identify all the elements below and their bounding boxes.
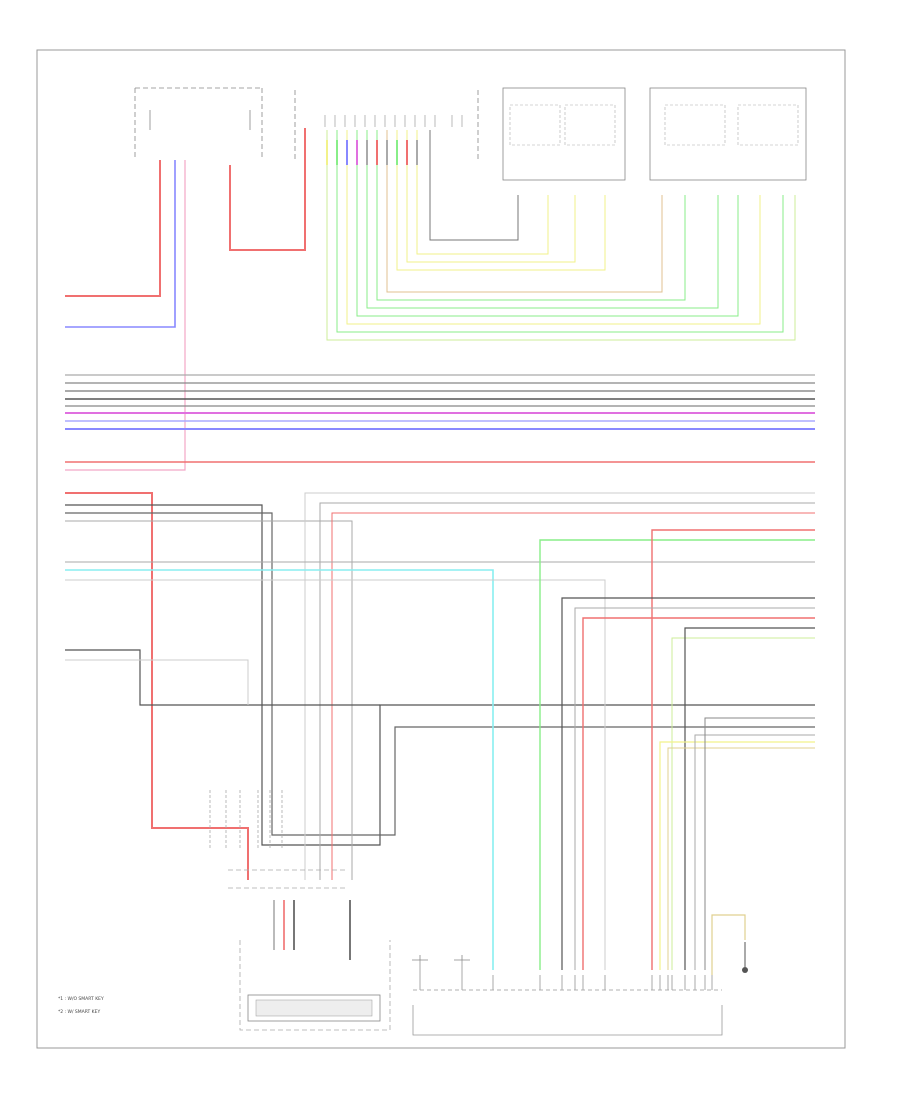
wire-yellow-ground bbox=[711, 914, 746, 975]
wire-red-connector-link bbox=[229, 128, 306, 251]
bottom-right-pins bbox=[419, 960, 713, 990]
top-middle-connector bbox=[294, 90, 479, 160]
wire-blue-top-left bbox=[65, 160, 176, 328]
note-line-2: *2 : W/ SMART KEY bbox=[58, 1009, 100, 1015]
top-middle-pins bbox=[324, 115, 463, 127]
lower-left-connector bbox=[209, 790, 345, 889]
lower-left-unit bbox=[247, 994, 381, 1022]
middle-wiring bbox=[65, 492, 815, 970]
small-part-2 bbox=[454, 955, 470, 961]
relay-boxes bbox=[509, 104, 799, 146]
lower-left-unit-frame bbox=[239, 940, 391, 1031]
top-right-module-1 bbox=[502, 87, 626, 181]
top-left-connector bbox=[134, 87, 263, 158]
wire-red-top-left bbox=[65, 160, 161, 297]
bottom-right-connector bbox=[412, 989, 723, 1036]
bus-lines bbox=[65, 374, 815, 463]
wire-pink-long bbox=[65, 160, 186, 471]
ground-symbol bbox=[742, 967, 748, 973]
note-line-1: *1 : W/O SMART KEY bbox=[58, 996, 104, 1002]
top-harness-bundle bbox=[326, 130, 796, 341]
top-right-module-2 bbox=[649, 87, 807, 181]
connector-stubs bbox=[326, 140, 418, 165]
small-part-1 bbox=[412, 955, 428, 961]
lower-left-wires bbox=[273, 900, 351, 960]
diagram-frame bbox=[36, 49, 846, 1049]
lower-left-unit-inner bbox=[255, 999, 373, 1017]
